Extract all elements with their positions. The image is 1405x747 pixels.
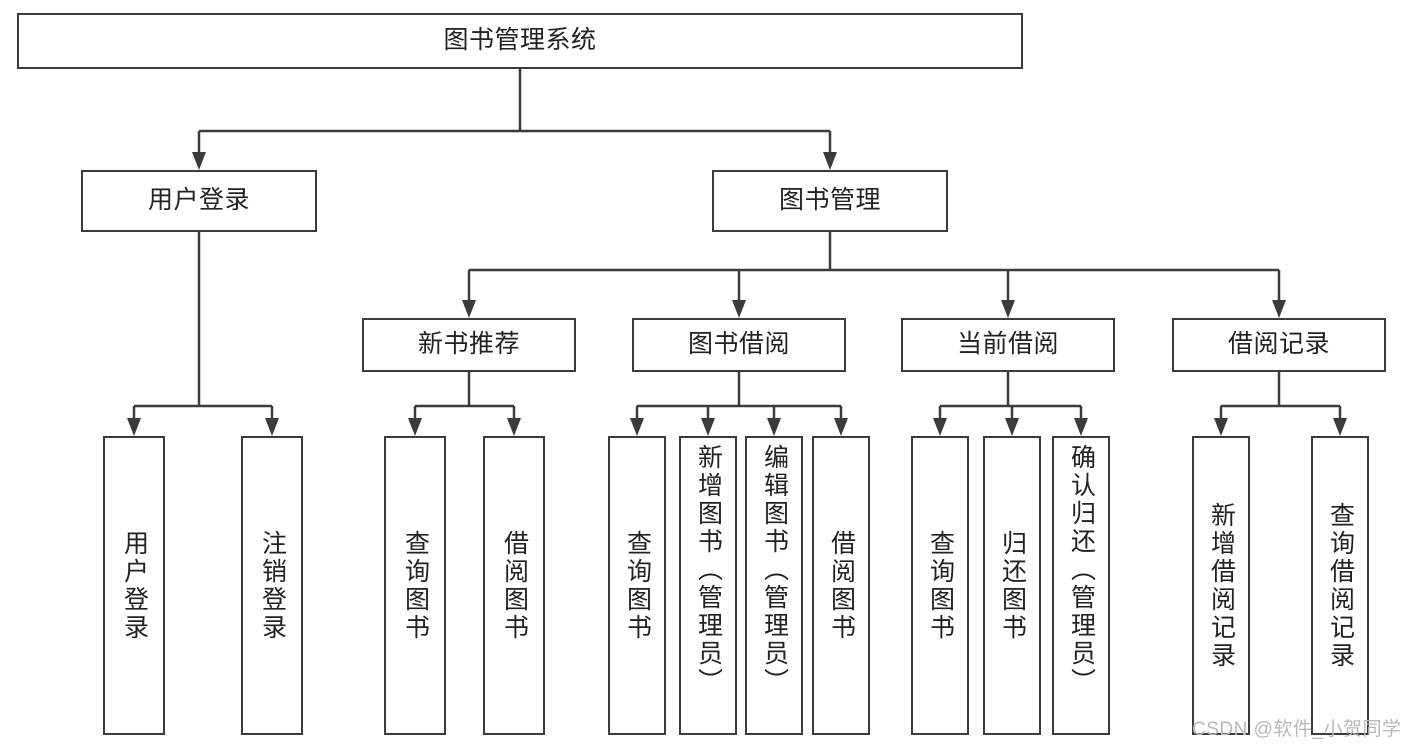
node-text-wrap: 借阅图书 [814,444,868,727]
arrow-head [127,418,141,436]
node-leaf-borrow-book-2[interactable]: 借阅图书 [812,436,870,735]
node-leaf-query-book-3[interactable]: 查询图书 [911,436,969,735]
node-text-wrap: 编辑图书（管理员） [747,444,801,727]
node-label: 注销登录 [258,529,287,642]
arrow-head [1001,300,1015,318]
arrow-head [701,418,715,436]
node-label: 查询图书 [926,529,955,642]
node-book-borrow[interactable]: 图书借阅 [632,318,846,372]
node-label: 归还图书 [998,529,1027,642]
arrow-head [823,152,837,170]
node-leaf-query-book-2[interactable]: 查询图书 [608,436,666,735]
node-root[interactable]: 图书管理系统 [17,13,1023,69]
node-label: 查询图书 [623,529,652,642]
node-label: 用户登录 [120,529,149,642]
arrow-head [1333,418,1347,436]
node-label: 借阅图书 [500,529,529,642]
node-leaf-borrow-book-1[interactable]: 借阅图书 [483,436,545,735]
node-label: 图书借阅 [687,330,790,359]
node-leaf-user-login[interactable]: 用户登录 [103,436,165,735]
node-user-login[interactable]: 用户登录 [81,170,317,232]
arrow-head [462,300,476,318]
node-leaf-return-book[interactable]: 归还图书 [983,436,1041,735]
node-text-wrap: 用户登录 [105,444,163,727]
node-text-wrap: 归还图书 [985,444,1039,727]
arrow-head [1074,418,1088,436]
node-book-manage[interactable]: 图书管理 [712,170,948,232]
node-label: 新书推荐 [417,330,520,359]
node-leaf-confirm-return-admin[interactable]: 确认归还（管理员） [1052,436,1110,735]
node-leaf-add-book-admin[interactable]: 新增图书（管理员） [679,436,737,735]
arrow-head [507,418,521,436]
node-label: 查询借阅记录 [1326,501,1355,670]
arrow-head [192,152,206,170]
node-leaf-query-book-1[interactable]: 查询图书 [384,436,446,735]
node-text-wrap: 借阅图书 [485,444,543,727]
node-text-wrap: 查询图书 [913,444,967,727]
node-text-wrap: 查询借阅记录 [1313,444,1367,727]
node-label: 图书管理系统 [443,26,597,55]
node-label: 借阅图书 [827,529,856,642]
arrow-head [1005,418,1019,436]
node-text-wrap: 注销登录 [243,444,301,727]
node-label: 确认归还（管理员） [1067,444,1096,696]
node-text-wrap: 查询图书 [386,444,444,727]
node-label: 当前借阅 [956,330,1059,359]
node-label: 借阅记录 [1227,330,1330,359]
arrow-head [265,418,279,436]
watermark-label: CSDN @软件_小贺同学 [1192,719,1402,740]
node-current-borrow[interactable]: 当前借阅 [901,318,1115,372]
arrow-head [732,300,746,318]
node-label: 查询图书 [401,529,430,642]
arrow-head [933,418,947,436]
node-text-wrap: 新增借阅记录 [1194,444,1248,727]
arrow-head [1272,300,1286,318]
arrow-head [1214,418,1228,436]
node-borrow-record[interactable]: 借阅记录 [1172,318,1386,372]
arrow-head [834,418,848,436]
node-label: 编辑图书（管理员） [760,444,789,696]
node-text-wrap: 查询图书 [610,444,664,727]
node-leaf-user-logout[interactable]: 注销登录 [241,436,303,735]
node-leaf-query-borrow-record[interactable]: 查询借阅记录 [1311,436,1369,735]
node-text-wrap: 确认归还（管理员） [1054,444,1108,727]
arrow-head [408,418,422,436]
arrow-head [630,418,644,436]
node-label: 图书管理 [778,186,881,215]
node-text-wrap: 新增图书（管理员） [681,444,735,727]
node-leaf-edit-book-admin[interactable]: 编辑图书（管理员） [745,436,803,735]
node-label: 新增借阅记录 [1207,501,1236,670]
node-label: 用户登录 [147,186,250,215]
arrow-head [767,418,781,436]
node-label: 新增图书（管理员） [694,444,723,696]
node-leaf-add-borrow-record[interactable]: 新增借阅记录 [1192,436,1250,735]
node-new-book-recommend[interactable]: 新书推荐 [362,318,576,372]
